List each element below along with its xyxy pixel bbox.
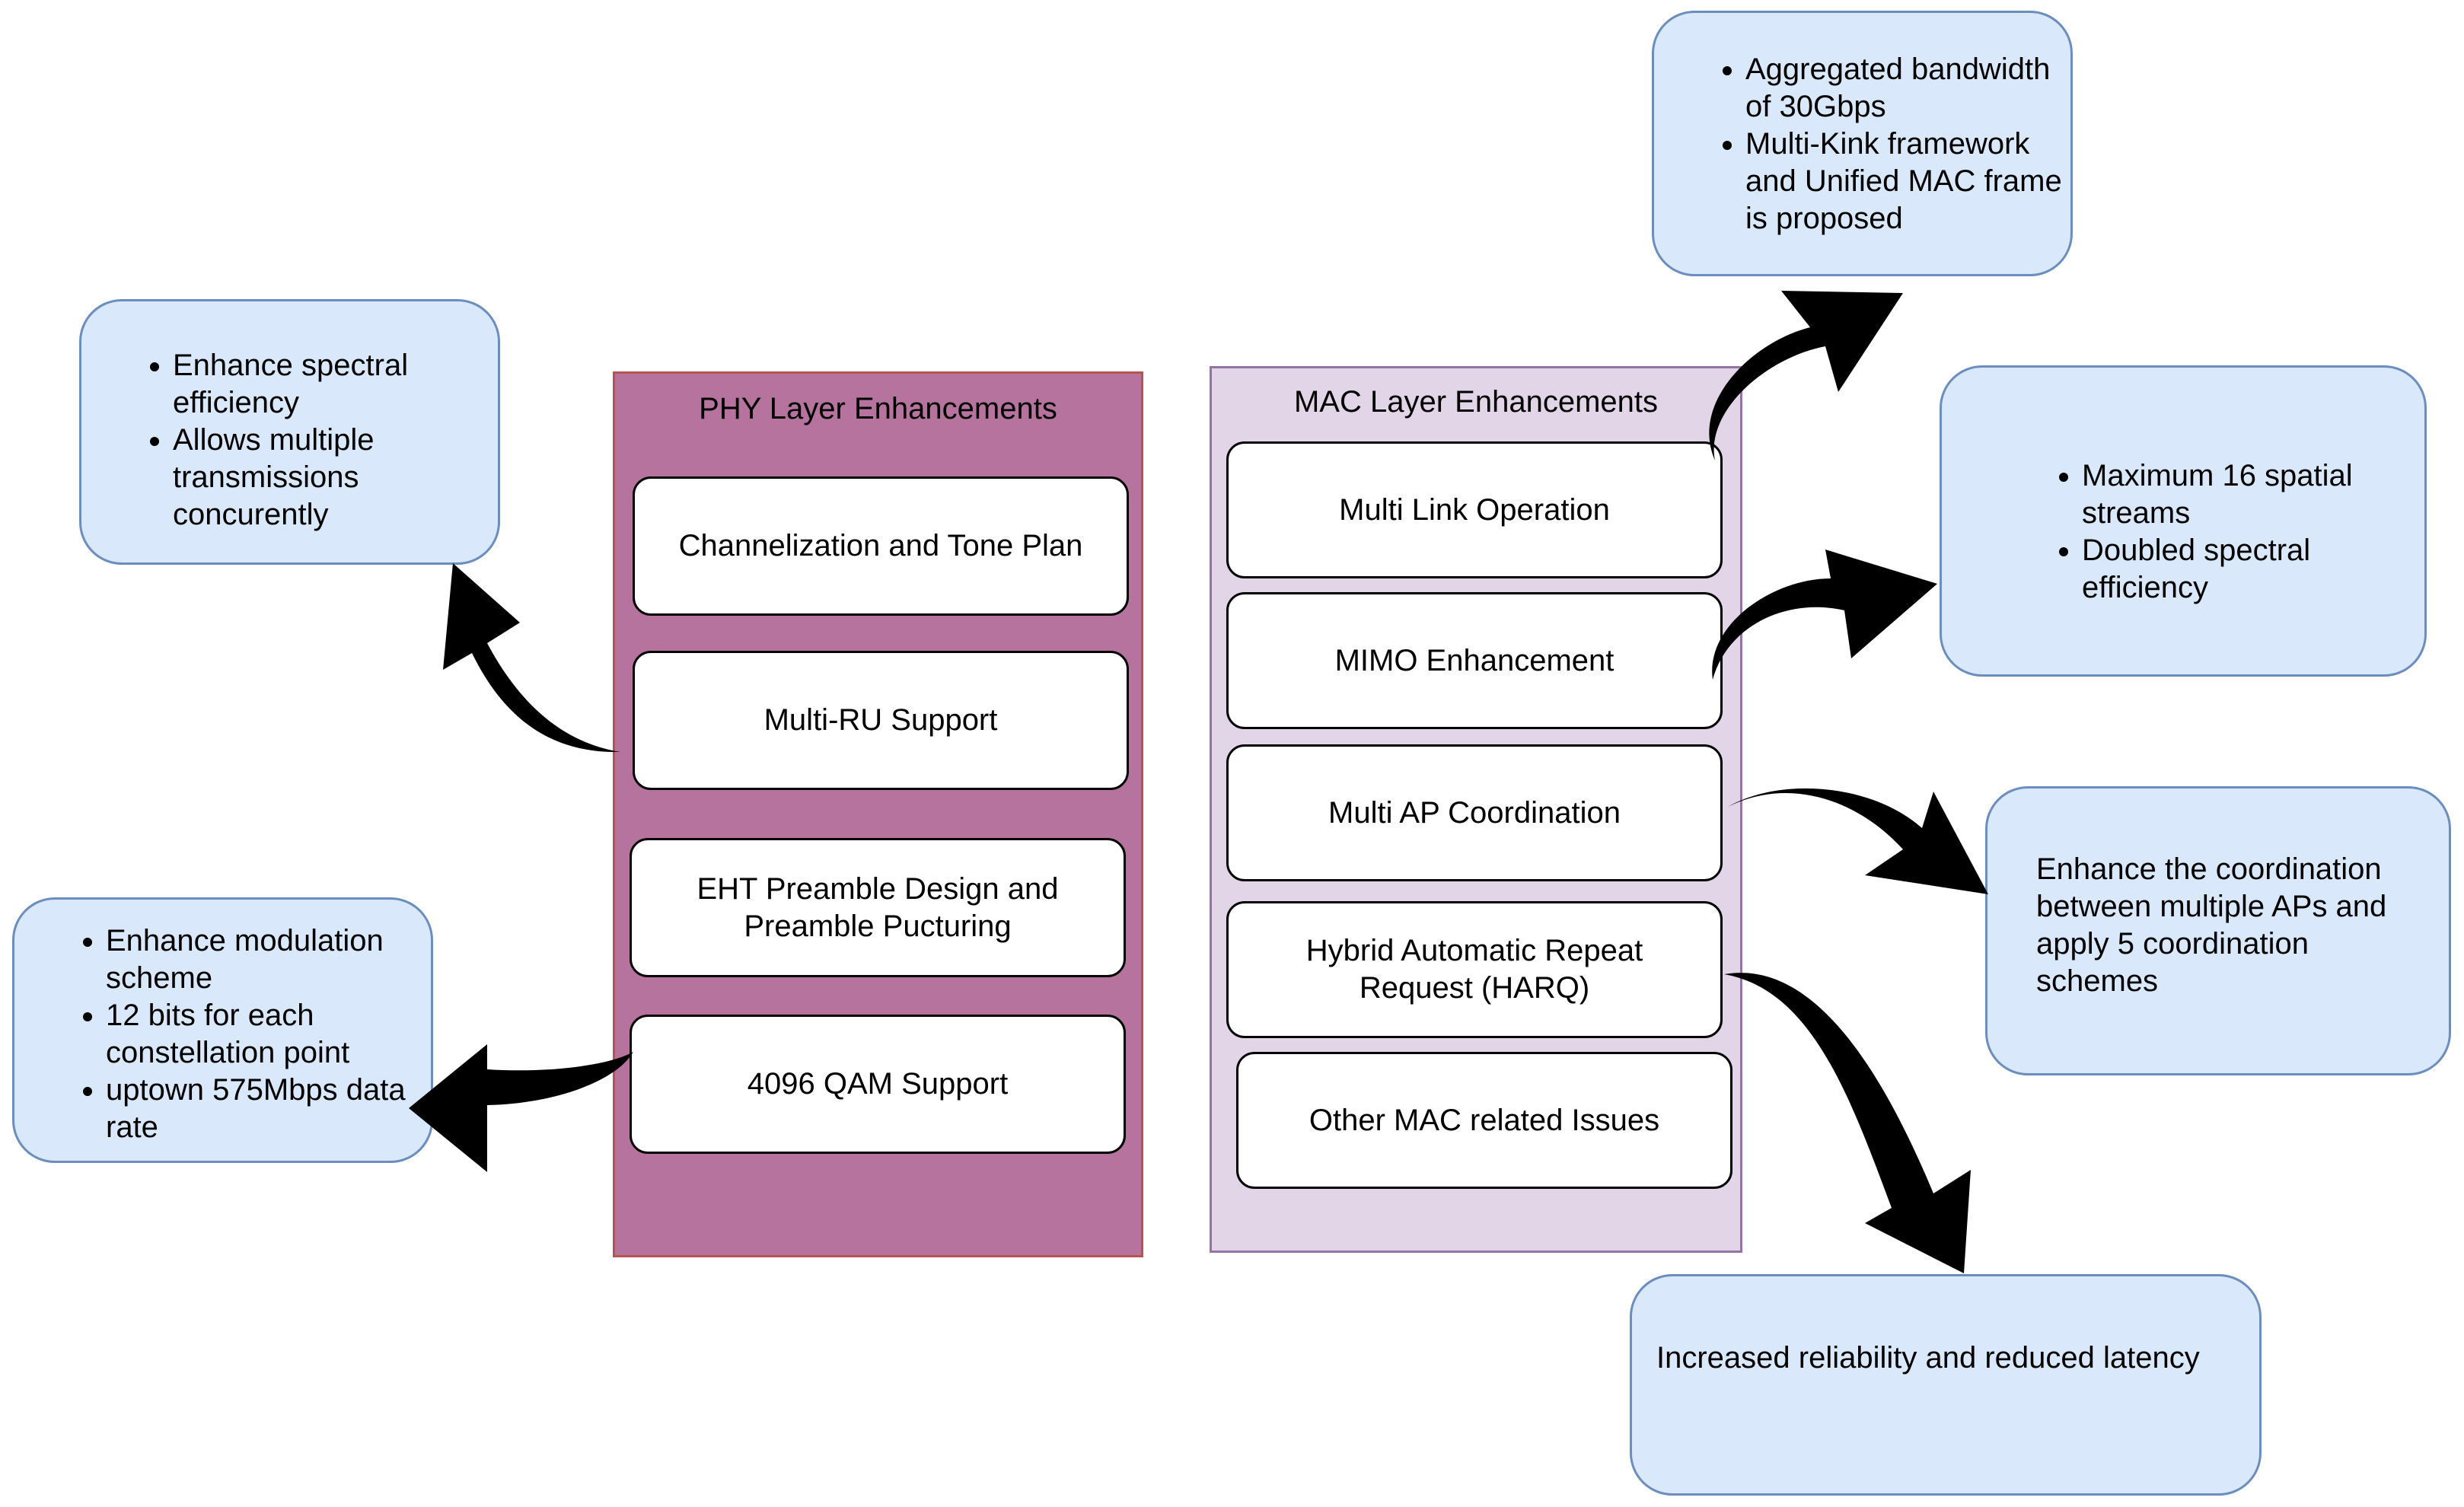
- callout-multi-link-operation: Aggregated bandwidth of 30Gbps Multi-Kin…: [1652, 11, 2073, 276]
- callout-mimo-list: Maximum 16 spatial streams Doubled spect…: [1942, 457, 2424, 607]
- callout-4096-qam: Enhance modulation scheme 12 bits for ea…: [12, 897, 433, 1163]
- phy-item-multi-ru: Multi-RU Support: [633, 651, 1129, 790]
- callout-bullet: Allows multiple transmissions concurentl…: [173, 422, 498, 534]
- callout-text: Increased reliability and reduced latenc…: [1656, 1341, 2200, 1375]
- callout-multi-ap: Enhance the coordination between multipl…: [1985, 786, 2451, 1075]
- callout-bullet: Maximum 16 spatial streams: [2082, 457, 2424, 532]
- callout-text: Enhance the coordination between multipl…: [2036, 852, 2387, 998]
- mac-item-multi-link-operation: Multi Link Operation: [1226, 441, 1723, 578]
- callout-bullet: 12 bits for each constellation point: [106, 997, 431, 1072]
- callout-bullet: Enhance spectral efficiency: [173, 347, 498, 422]
- arrow-harq: [1724, 973, 1971, 1273]
- callout-4096-qam-list: Enhance modulation scheme 12 bits for ea…: [14, 922, 431, 1146]
- callout-bullet: Doubled spectral efficiency: [2082, 532, 2424, 607]
- arrow-mimo: [1712, 550, 1937, 680]
- callout-mlo-list: Aggregated bandwidth of 30Gbps Multi-Kin…: [1654, 51, 2070, 237]
- arrow-multi-ru: [443, 563, 620, 753]
- arrow-4096-qam: [409, 1044, 633, 1172]
- callout-mimo: Maximum 16 spatial streams Doubled spect…: [1940, 365, 2427, 677]
- mac-layer-title: MAC Layer Enhancements: [1293, 385, 1658, 419]
- mac-item-other-mac-issues: Other MAC related Issues: [1236, 1052, 1732, 1189]
- mac-item-harq: Hybrid Automatic Repeat Request (HARQ): [1226, 901, 1723, 1038]
- callout-bullet: Enhance modulation scheme: [106, 922, 431, 997]
- phy-item-4096-qam: 4096 QAM Support: [630, 1015, 1126, 1154]
- mac-item-mimo-enhancement: MIMO Enhancement: [1226, 592, 1723, 729]
- arrow-multi-ap: [1728, 788, 1988, 894]
- callout-bullet: Multi-Kink framework and Unified MAC fra…: [1745, 126, 2070, 237]
- mac-item-multi-ap-coordination: Multi AP Coordination: [1226, 744, 1723, 881]
- callout-multi-ru: Enhance spectral efficiency Allows multi…: [79, 299, 500, 565]
- callout-bullet: Aggregated bandwidth of 30Gbps: [1745, 51, 2070, 126]
- callout-bullet: uptown 575Mbps data rate: [106, 1072, 431, 1146]
- callout-multi-ru-list: Enhance spectral efficiency Allows multi…: [81, 347, 498, 534]
- phy-item-channelization: Channelization and Tone Plan: [633, 476, 1129, 616]
- phy-layer-title: PHY Layer Enhancements: [699, 392, 1057, 425]
- phy-item-eht-preamble: EHT Preamble Design and Preamble Pucturi…: [630, 838, 1126, 977]
- callout-harq: Increased reliability and reduced latenc…: [1630, 1274, 2262, 1496]
